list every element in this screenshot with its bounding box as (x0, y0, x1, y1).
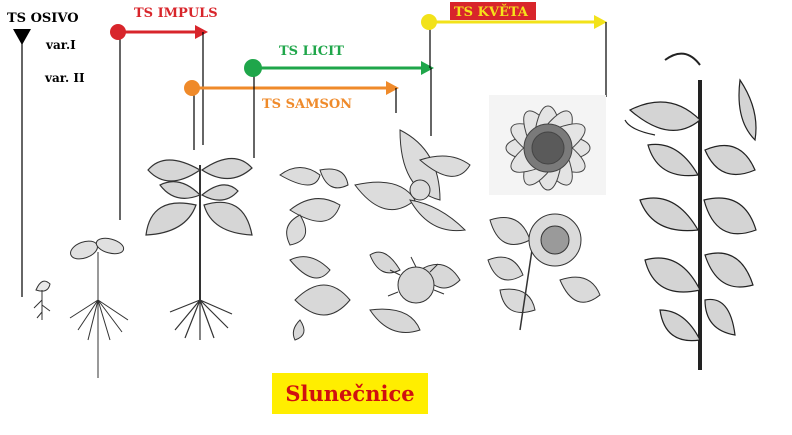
label-kveta-bg (450, 2, 536, 20)
young-plant-illustration (145, 157, 253, 340)
label-var1: var.I (45, 38, 76, 52)
impuls-arrow (110, 24, 208, 220)
title-box: Slunečnice (272, 373, 428, 414)
label-samson: TS SAMSON (262, 97, 352, 112)
seed-illustration (33, 280, 51, 320)
label-var2: var. II (44, 71, 85, 85)
seedling-illustration (69, 237, 129, 378)
label-impuls: TS IMPULS (134, 6, 218, 21)
leaves-bud-illustration (279, 129, 471, 246)
mature-sunflower-illustration (624, 52, 757, 370)
samson-arrow (184, 80, 399, 150)
osivo-marker (13, 29, 31, 297)
licit-arrow (244, 59, 434, 158)
label-osivo: TS OSIVO (7, 11, 79, 26)
opening-flower-illustration (487, 213, 601, 331)
label-kveta: TS KVĚTA (454, 4, 529, 20)
kveta-arrow (421, 14, 607, 97)
bud-stage-illustration (289, 251, 461, 341)
label-licit: TS LICIT (279, 44, 344, 59)
flower-head-illustration (489, 95, 606, 195)
page-title: Slunečnice (285, 381, 415, 406)
